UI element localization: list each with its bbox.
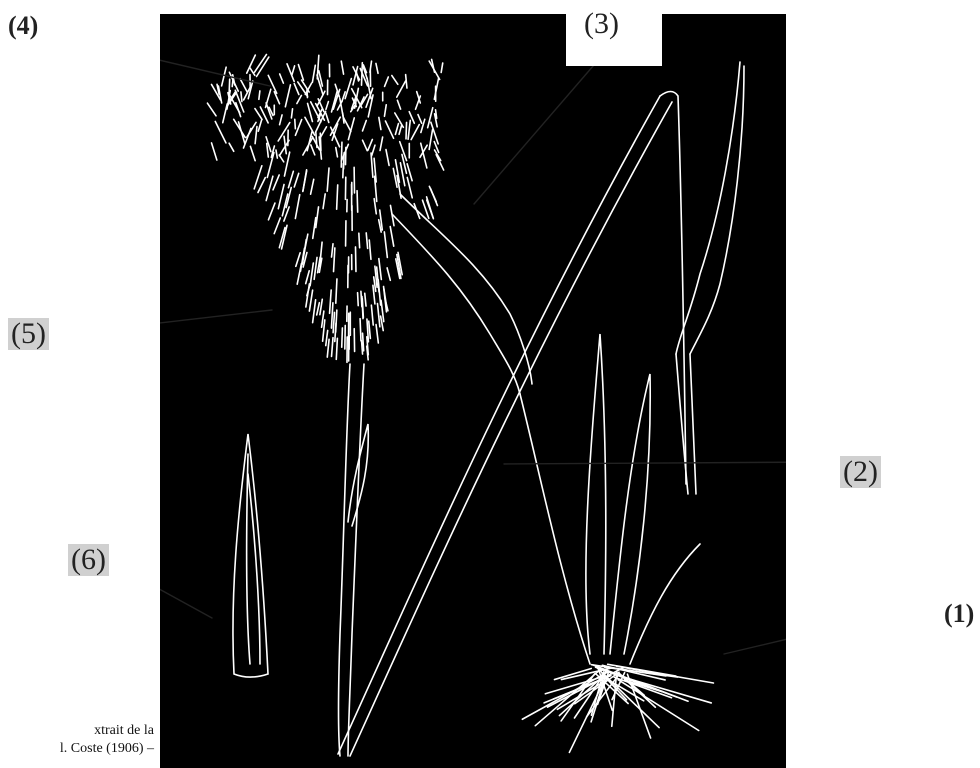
right-leaf-stalk (676, 354, 688, 494)
long-diagonal-stem-outline (350, 102, 672, 756)
upper-leaf (400, 194, 532, 384)
basal-stem (520, 394, 590, 664)
label-2: (2) (840, 456, 881, 488)
flower-stem-outline (348, 364, 364, 756)
label-3: (3) (566, 0, 662, 66)
illustration-plate (160, 14, 786, 768)
thistle-drawing (160, 14, 786, 768)
label-6: (6) (68, 544, 109, 576)
label-1: (1) (944, 598, 974, 630)
bract-detail (233, 434, 268, 677)
basal-leaf-3 (630, 544, 700, 664)
caption-line-2: l. Coste (1906) – (0, 740, 154, 758)
long-diagonal-stem (338, 96, 660, 754)
right-leaf (676, 62, 740, 354)
roots (522, 664, 713, 752)
pointer-lines (160, 42, 786, 654)
right-leaf-stalk-outline (690, 354, 696, 494)
upper-leaf-outline (392, 214, 520, 394)
label-4: (4) (8, 10, 38, 42)
caption-line-1: xtrait de la (0, 722, 154, 740)
caption: xtrait de la l. Coste (1906) – (0, 722, 160, 758)
basal-leaf-2 (610, 374, 650, 654)
involucre-bracts (254, 142, 443, 362)
basal-leaf-1 (586, 334, 606, 654)
label-5: (5) (8, 318, 49, 350)
flower-stem (339, 364, 351, 756)
flower-head-florets (207, 54, 442, 161)
